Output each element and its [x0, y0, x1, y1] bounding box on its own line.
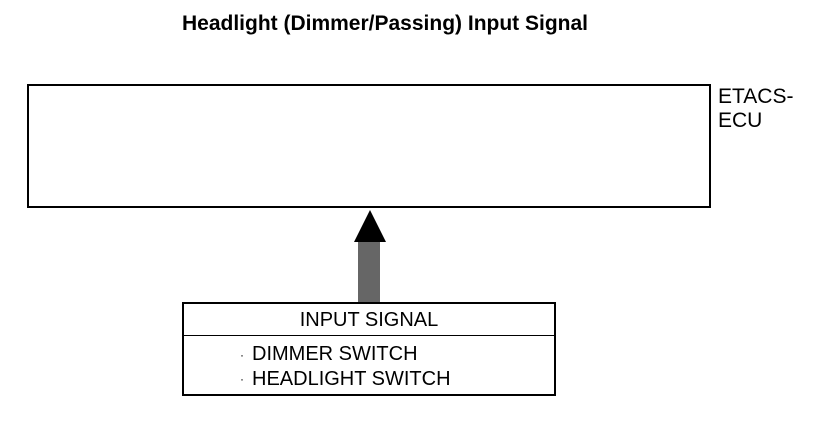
list-item-label: DIMMER SWITCH: [252, 343, 418, 365]
input-signal-header: INPUT SIGNAL: [184, 304, 554, 336]
list-item-dimmer-switch: · DIMMER SWITCH: [240, 342, 554, 367]
arrow-up-icon: [354, 210, 386, 302]
bullet-icon: ·: [240, 372, 244, 387]
bullet-icon: ·: [240, 347, 244, 362]
input-signal-list: · DIMMER SWITCH · HEADLIGHT SWITCH: [184, 336, 554, 391]
list-item-headlight-switch: · HEADLIGHT SWITCH: [240, 367, 554, 392]
ecu-label-line2: ECU: [718, 109, 763, 132]
input-signal-box: INPUT SIGNAL · DIMMER SWITCH · HEADLIGHT S…: [182, 302, 556, 396]
list-item-label: HEADLIGHT SWITCH: [252, 367, 451, 390]
ecu-label-line1: ETACS-: [718, 85, 794, 108]
etacs-ecu-label: ETACS- ECU: [718, 85, 793, 133]
diagram-title: Headlight (Dimmer/Passing) Input Signal: [181, 12, 589, 35]
etacs-ecu-box: [27, 84, 711, 208]
